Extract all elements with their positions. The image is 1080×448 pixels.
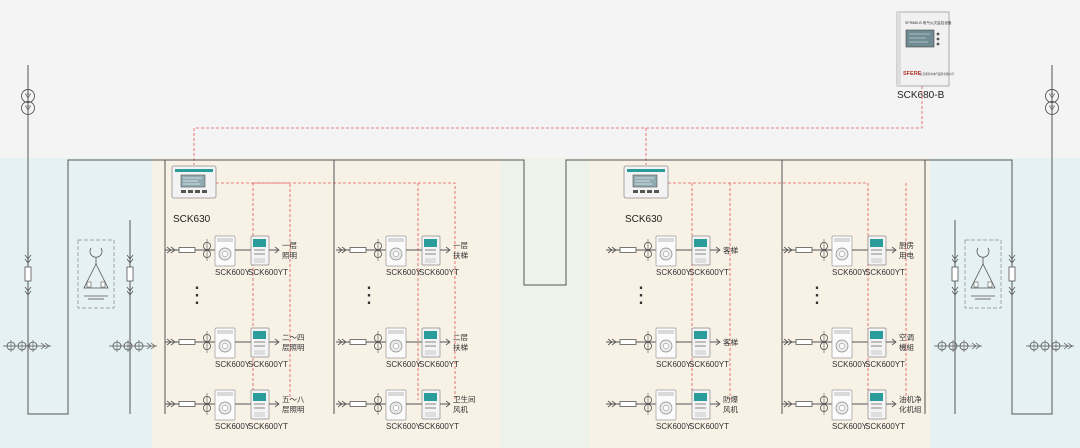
sck600y-label: SCK600Y: [656, 360, 692, 369]
ellipsis-3: ⋮: [630, 282, 652, 307]
zone-left-blue: [0, 158, 152, 448]
load-name-line2: 用电: [899, 250, 914, 260]
load-name-line2: 层照明: [282, 343, 305, 352]
monitor-left: [171, 165, 217, 199]
zone-panel-3: [590, 158, 768, 448]
load-name-line1: 厨房: [899, 240, 914, 250]
sck600yt-label: SCK600YT: [419, 360, 459, 369]
cabinet-note: 江苏斯菲尔电气股份有限公司: [920, 72, 954, 76]
sck600y-label: SCK600Y: [386, 268, 422, 277]
load-name-line1: 油机净: [899, 394, 922, 404]
sck600yt-label: SCK600YT: [865, 268, 905, 277]
monitor-right: [623, 165, 669, 199]
load-name-line1: 空调: [899, 332, 914, 342]
load-name-line2: 扶梯: [453, 342, 468, 352]
sck680b-label: SCK680-B: [897, 90, 945, 101]
zone-panel-2: [334, 158, 500, 448]
ellipsis-1: ⋮: [186, 282, 208, 307]
zone-right-blue: [930, 158, 1080, 448]
sck600yt-label: SCK600YT: [248, 268, 288, 277]
busbars: [27, 65, 1053, 415]
load-name-line1: 卫生间: [453, 394, 476, 404]
load-name-line2: 化机组: [899, 404, 922, 414]
load-name-line2: 照明: [282, 251, 297, 260]
load-name-line1: 客梯: [723, 245, 738, 255]
load-name-line2: 风机: [723, 404, 738, 414]
sck600y-label: SCK600Y: [386, 360, 422, 369]
sck600yt-label: SCK600YT: [865, 360, 905, 369]
sck600y-label: SCK600Y: [832, 360, 868, 369]
sck600y-label: SCK600Y: [656, 422, 692, 431]
sck600y-label: SCK600Y: [215, 268, 251, 277]
zone-panel-1: [152, 158, 334, 448]
monitor-right-label: SCK630: [625, 214, 663, 225]
load-name-line1: 一层: [282, 241, 297, 250]
sck600y-label: SCK600Y: [656, 268, 692, 277]
sck600y-label: SCK600Y: [215, 422, 251, 431]
sck600yt-label: SCK600YT: [248, 360, 288, 369]
sck600yt-label: SCK600YT: [248, 422, 288, 431]
zone-mid-blue: [500, 158, 590, 448]
load-name-line1: 二层: [453, 333, 468, 342]
load-name-line1: 防爆: [723, 394, 738, 404]
sck600yt-label: SCK600YT: [865, 422, 905, 431]
load-name-line1: 客梯: [723, 337, 738, 347]
cabinet-brand: SFERE: [903, 71, 922, 77]
sck600y-label: SCK600Y: [832, 422, 868, 431]
load-name-line2: 機組: [899, 342, 914, 352]
sck600y-label: SCK600Y: [215, 360, 251, 369]
sck600yt-label: SCK600YT: [689, 422, 729, 431]
comm-lines: [193, 86, 923, 400]
sck600yt-label: SCK600YT: [689, 360, 729, 369]
feeders: SCK600YSCK600YT一层照明SCK600YSCK600YT一层扶梯SC…: [164, 235, 922, 431]
monitor-left-label: SCK630: [173, 214, 211, 225]
load-name-line1: 五～八: [282, 395, 305, 404]
sck680b-cabinet: SFR680-B 电气火灾监控设备 SFERE 江苏斯菲尔电气股份有限公司: [896, 11, 954, 87]
sck600y-label: SCK600Y: [832, 268, 868, 277]
ellipsis-2: ⋮: [358, 282, 380, 307]
sck600y-label: SCK600Y: [386, 422, 422, 431]
load-name-line2: 扶梯: [453, 250, 468, 260]
load-name-line1: 一层: [453, 241, 468, 250]
load-name-line2: 风机: [453, 404, 468, 414]
cabinet-panel-title: SFR680-B 电气火灾监控设备: [905, 20, 952, 25]
sck600yt-label: SCK600YT: [419, 422, 459, 431]
load-name-line1: 二～四: [282, 333, 305, 342]
ellipsis-4: ⋮: [806, 282, 828, 307]
sck600yt-label: SCK600YT: [689, 268, 729, 277]
load-name-line2: 层照明: [282, 405, 305, 414]
sck600yt-label: SCK600YT: [419, 268, 459, 277]
